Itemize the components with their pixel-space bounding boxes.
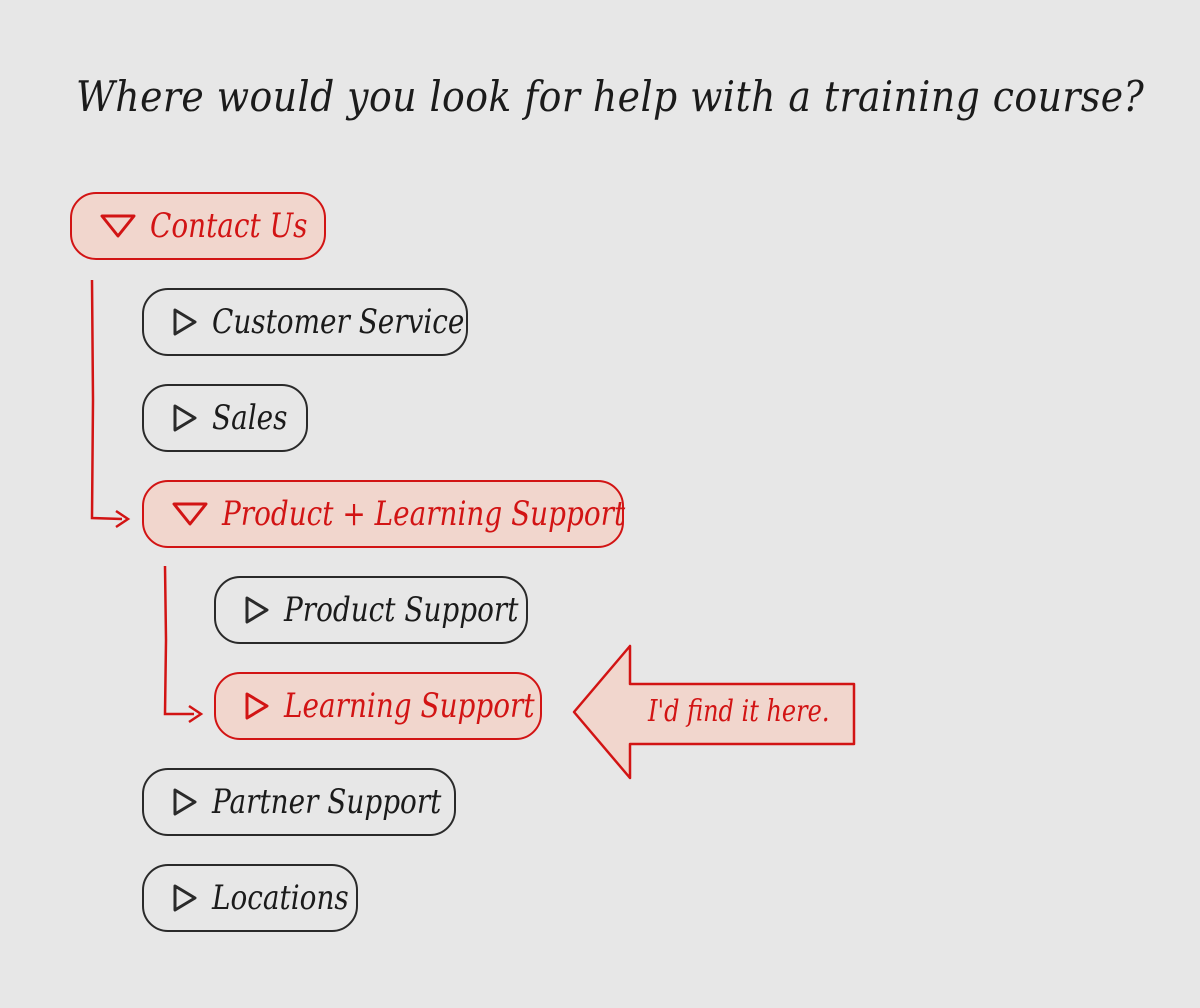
triangle-right-icon bbox=[172, 787, 198, 817]
connector-arrowhead-1 bbox=[115, 509, 131, 529]
tree-node-product-learning-support[interactable]: Product + Learning Support bbox=[142, 480, 626, 548]
page-title: Where would you look for help with a tra… bbox=[76, 72, 1145, 121]
triangle-right-icon bbox=[244, 691, 270, 721]
tree-node-label: Sales bbox=[212, 398, 288, 438]
tree-node-label: Product Support bbox=[284, 590, 519, 630]
tree-node-customer-service[interactable]: Customer Service bbox=[142, 288, 468, 356]
tree-node-label: Contact Us bbox=[150, 206, 308, 246]
tree-node-label: Product + Learning Support bbox=[222, 494, 626, 534]
triangle-right-icon bbox=[172, 883, 198, 913]
triangle-down-icon bbox=[100, 212, 136, 240]
triangle-down-icon bbox=[172, 500, 208, 528]
tree-node-label: Locations bbox=[212, 878, 349, 918]
tree-node-partner-support[interactable]: Partner Support bbox=[142, 768, 456, 836]
tree-node-label: Learning Support bbox=[284, 686, 535, 726]
callout-text: I'd find it here. bbox=[648, 694, 830, 729]
tree-node-locations[interactable]: Locations bbox=[142, 864, 358, 932]
connector-arrowhead-2 bbox=[188, 704, 204, 724]
triangle-right-icon bbox=[244, 595, 270, 625]
arrow-left-icon bbox=[572, 644, 856, 780]
tree-node-learning-support[interactable]: Learning Support bbox=[214, 672, 542, 740]
tree-node-contact-us[interactable]: Contact Us bbox=[70, 192, 326, 260]
connector-product-learning-to-learning bbox=[163, 565, 194, 716]
tree-node-label: Partner Support bbox=[212, 782, 442, 822]
connector-contact-to-product-learning bbox=[90, 279, 123, 521]
tree-node-sales[interactable]: Sales bbox=[142, 384, 308, 452]
triangle-right-icon bbox=[172, 307, 198, 337]
tree-node-product-support[interactable]: Product Support bbox=[214, 576, 528, 644]
triangle-right-icon bbox=[172, 403, 198, 433]
tree-node-label: Customer Service bbox=[212, 302, 465, 342]
